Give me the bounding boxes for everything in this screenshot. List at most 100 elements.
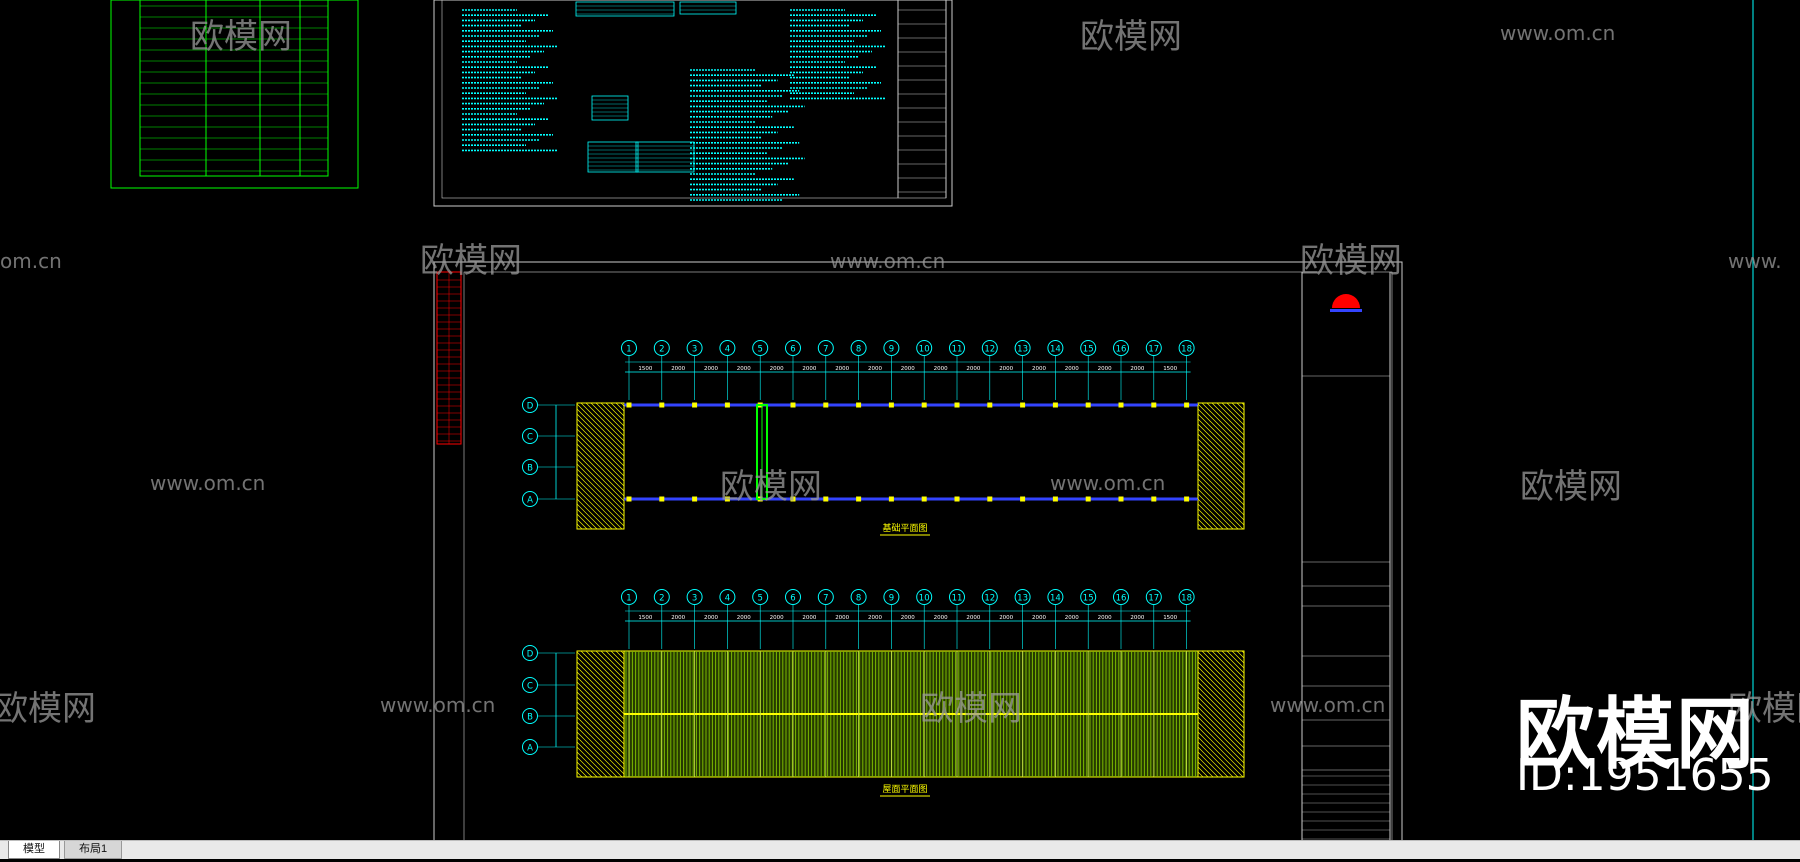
row-bubble [522, 428, 538, 444]
axis-number: 17 [1148, 594, 1159, 604]
axis-bubble [949, 589, 965, 605]
axis-bubble [883, 340, 900, 356]
axis-number: 1 [626, 345, 631, 355]
axis-number: 18 [1181, 345, 1192, 355]
axis-number: 4 [725, 594, 730, 604]
axis-number: 9 [889, 594, 894, 604]
dimension-label: 2000 [966, 615, 980, 621]
dimension-label: 2000 [671, 366, 685, 372]
dimension-label: 2000 [868, 366, 882, 372]
axis-bubble [621, 340, 637, 356]
watermark-id: ID:1951655 [1516, 750, 1774, 801]
axis-number: 16 [1116, 345, 1127, 355]
axis-bubble [719, 340, 736, 356]
dimension-label: 2000 [868, 615, 882, 621]
dimension-label: 2000 [835, 615, 849, 621]
dimension-label: 2000 [1065, 366, 1079, 372]
axis-number: 3 [692, 594, 697, 604]
tab-model[interactable]: 模型 [8, 841, 60, 859]
row-letter: B [527, 464, 533, 474]
watermark-brand: 欧模网 [920, 689, 1022, 729]
dimension-label: 2000 [901, 366, 915, 372]
watermark-brand: 欧模网 [1520, 467, 1622, 507]
sheet-table [110, 0, 359, 189]
axis-number: 14 [1050, 594, 1061, 604]
dimension-label: 2000 [1032, 615, 1046, 621]
row-letter: B [527, 713, 533, 723]
axis-bubble [1047, 340, 1064, 356]
axis-bubble [785, 589, 801, 605]
row-letter: D [527, 402, 534, 412]
watermark-brand-fragment: 欧模网 [0, 689, 96, 729]
dimension-label: 2000 [802, 366, 816, 372]
axis-bubble [1145, 340, 1162, 356]
dimension-label: 1500 [638, 366, 652, 372]
axis-bubble [653, 340, 670, 356]
dimension-label: 2000 [1098, 615, 1112, 621]
axis-bubble [883, 589, 900, 605]
axis-number: 8 [856, 345, 861, 355]
dimension-label: 2000 [704, 615, 718, 621]
axis-number: 3 [692, 345, 697, 355]
dimension-label: 2000 [671, 615, 685, 621]
watermark-brand: 欧模网 [720, 467, 822, 507]
axis-number: 10 [919, 345, 930, 355]
dimension-label: 2000 [1065, 615, 1079, 621]
axis-bubble [752, 589, 769, 605]
axis-bubble [1047, 589, 1064, 605]
axis-number: 10 [919, 594, 930, 604]
watermark-brand: 欧模网 [420, 241, 522, 281]
row-letter: A [527, 496, 533, 506]
axis-number: 7 [823, 345, 828, 355]
axis-number: 12 [984, 345, 995, 355]
axis-bubble [1014, 340, 1031, 356]
watermark-brand-large: 欧模网 [1516, 690, 1757, 780]
axis-number: 7 [823, 594, 828, 604]
row-bubble [522, 397, 538, 413]
axis-number: 14 [1050, 345, 1061, 355]
axis-bubble [850, 340, 867, 356]
row-bubble [522, 708, 538, 724]
watermark-site: www.om.cn [1050, 471, 1165, 495]
dimension-label: 2000 [737, 366, 751, 372]
row-letter: C [527, 433, 533, 443]
layout-tab-bar: 模型 布局1 [0, 840, 1800, 859]
row-letter: C [527, 682, 533, 692]
axis-number: 8 [856, 594, 861, 604]
dimension-label: 2000 [802, 615, 816, 621]
dimension-label: 2000 [704, 366, 718, 372]
watermark-site-fragment: www. [1728, 249, 1782, 273]
axis-bubble [1080, 340, 1097, 356]
axis-bubble [752, 340, 769, 356]
axis-bubble [1178, 589, 1195, 605]
axis-bubble [1178, 340, 1195, 356]
axis-bubble [981, 589, 998, 605]
axis-number: 11 [952, 594, 963, 604]
dimension-label: 2000 [999, 615, 1013, 621]
axis-bubble [686, 589, 703, 605]
dimension-label: 2000 [1032, 366, 1046, 372]
axis-bubble [686, 340, 703, 356]
sheet-notes [433, 0, 953, 207]
watermark-brand: 欧模网 [1300, 241, 1402, 281]
dimension-label: 2000 [999, 366, 1013, 372]
watermark-layer: 欧模网欧模网欧模网欧模网欧模网欧模网欧模网www.om.cnwww.om.cnw… [0, 17, 1800, 729]
dimension-label: 2000 [737, 615, 751, 621]
row-bubble [522, 677, 538, 693]
dimension-label: 2000 [934, 366, 948, 372]
dimension-label: 2000 [835, 366, 849, 372]
dimension-label: 1500 [1163, 366, 1177, 372]
tab-layout1[interactable]: 布局1 [64, 841, 123, 859]
axis-bubble [850, 589, 867, 605]
dimension-label: 2000 [966, 366, 980, 372]
watermark-site: www.om.cn [380, 693, 495, 717]
row-letter: A [527, 744, 533, 754]
axis-number: 6 [790, 594, 795, 604]
row-letter: D [527, 650, 534, 660]
axis-number: 12 [984, 594, 995, 604]
axis-number: 4 [725, 345, 730, 355]
